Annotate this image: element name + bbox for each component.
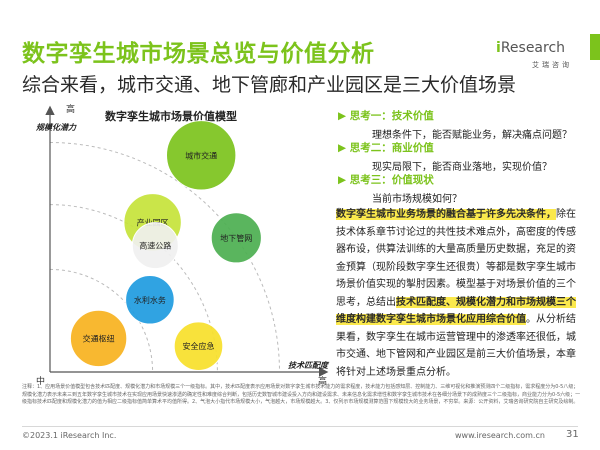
- bubble-4: [210, 212, 262, 264]
- paragraph-text-2: 。从分析结果看，数字孪生在城市运营管理中的渗透率还很低，城市交通、地下管网和产业…: [336, 314, 576, 378]
- question-2: ▶ 思考二：商业价值 现实局限下，能否商业落地，实现价值？: [338, 140, 552, 173]
- chart-guides: [49, 142, 280, 373]
- bubble-7: [173, 321, 224, 372]
- logo-subtitle: 艾瑞咨询: [532, 61, 572, 69]
- question-1: ▶ 思考一：技术价值 理想条件下，能否赋能业务，解决痛点问题？: [338, 108, 572, 141]
- chart-title: 数字孪生城市场景价值模型: [105, 110, 237, 123]
- question-3-head-text: 思考三：价值现状: [349, 174, 434, 186]
- bubble-label-3: 高速公路: [139, 241, 171, 251]
- question-2-head-text: 思考二：商业价值: [349, 142, 434, 154]
- bubble-label-6: 交通枢纽: [83, 333, 115, 343]
- y-high-label: 高: [66, 103, 75, 115]
- question-3: ▶ 思考三：价值现状 当前市场规模如何？: [338, 172, 462, 205]
- footer-divider: [22, 426, 578, 427]
- question-1-text: 理想条件下，能否赋能业务，解决痛点问题？: [372, 130, 572, 141]
- website: www.iresearch.com.cn: [455, 431, 545, 440]
- footnote: 注释：1、应用场景价值模型包含技术匹配度、规模化潜力和市场规模三个一级指标。其中…: [22, 384, 581, 405]
- page-subtitle: 综合来看，城市交通、地下管廊和产业园区是三大价值场景: [22, 74, 517, 96]
- bubble-label-1: 城市交通: [185, 150, 217, 160]
- y-axis-label: 规模化潜力: [35, 123, 77, 132]
- question-3-head: ▶ 思考三：价值现状: [338, 174, 434, 186]
- bubble-1: [166, 120, 237, 191]
- question-2-text: 现实局限下，能否商业落地，实现价值？: [372, 162, 552, 173]
- bubble-label-4: 地下管网: [220, 233, 252, 243]
- x-high-label: 高: [318, 375, 327, 387]
- accent-bar: [590, 34, 600, 60]
- chart-bubbles: 城市交通产业园区高速公路地下管网水利水务交通枢纽安全应急: [69, 120, 262, 372]
- bubble-5: [125, 274, 175, 325]
- question-1-head-text: 思考一：技术价值: [349, 110, 434, 122]
- iresearch-logo: iResearch: [496, 40, 565, 56]
- guide-arc-2: [49, 204, 218, 373]
- question-2-head: ▶ 思考二：商业价值: [338, 142, 434, 154]
- page-title: 数字孪生城市场景总览与价值分析: [22, 41, 375, 67]
- bubble-6: [69, 309, 128, 368]
- analysis-paragraph: 数字孪生城市业务场景的融合基于许多先决条件，除在技术体系章节讨论过的共性技术难点…: [336, 206, 576, 381]
- guide-arc-1: [49, 268, 154, 373]
- paragraph-text-1: 除在技术体系章节讨论过的共性技术难点外，高密度的传感器布设，供算法训练的大量高质…: [336, 209, 576, 308]
- bubble-label-7: 安全应急: [183, 341, 215, 351]
- highlight-1: 数字孪生城市业务场景的融合基于许多先决条件，: [336, 209, 556, 220]
- origin-label: 中: [36, 375, 45, 387]
- chart-axes: [45, 105, 329, 377]
- bubble-3: [131, 222, 179, 270]
- page-number: 31: [566, 429, 579, 440]
- x-axis-label: 技术匹配度: [288, 361, 330, 370]
- logo-i: i: [496, 40, 501, 56]
- logo-text: Research: [500, 40, 566, 56]
- guide-arc-3: [49, 142, 280, 373]
- bubble-label-5: 水利水务: [134, 295, 166, 305]
- question-1-head: ▶ 思考一：技术价值: [338, 110, 434, 122]
- copyright: ©2023.1 iResearch Inc.: [22, 431, 117, 440]
- question-3-text: 当前市场规模如何？: [372, 194, 462, 205]
